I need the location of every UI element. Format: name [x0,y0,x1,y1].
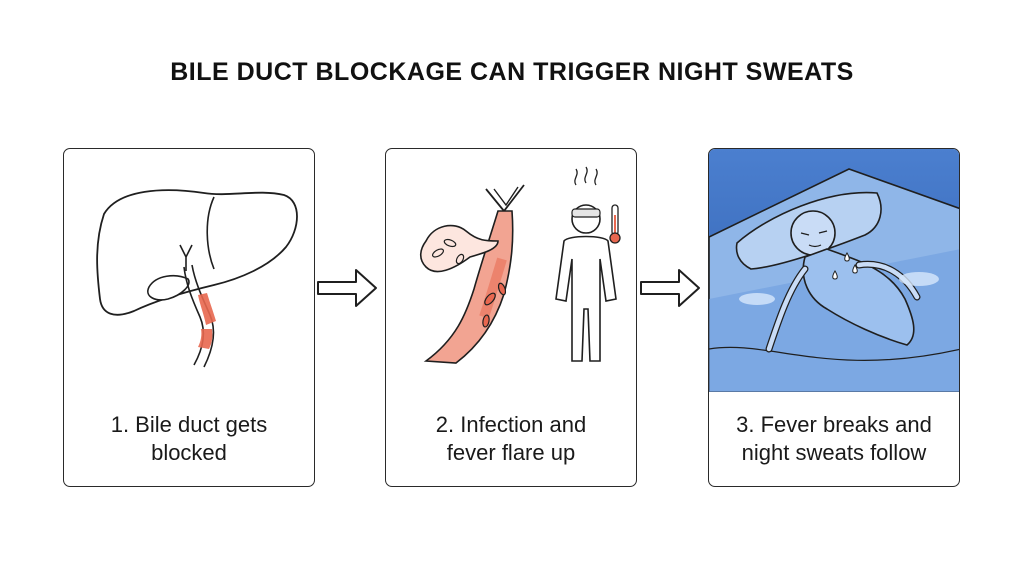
sweat-drop-icon [844,252,850,262]
step-3-caption: 3. Fever breaks and night sweats follow [709,411,959,467]
step-2-line-1: 2. Infection and [435,412,587,437]
sweat-drop-icon [852,264,858,274]
thermometer-icon [609,204,621,244]
person-icon [765,210,921,353]
arrow-right-icon [640,269,700,307]
sweat-patch [899,272,939,286]
step-1-caption: 1. Bile duct gets blocked [64,411,314,467]
infected-duct-icon [419,166,621,364]
liver-illustration [64,149,314,392]
liver-icon [96,189,298,368]
step-1-line-2: blocked [151,440,227,465]
step-2-line-2: fever flare up [446,440,576,465]
arrow-right-icon [317,269,377,307]
duct-blockage [198,293,216,325]
bile-duct-left [183,266,205,366]
liver-lobe-line [206,196,215,270]
step-2-caption: 2. Infection and fever flare up [386,411,636,467]
bacteria-icon [455,253,465,265]
step-1-panel: 1. Bile duct gets blocked [63,148,315,487]
sweat-patch [739,293,775,305]
page-title: BILE DUCT BLOCKAGE CAN TRIGGER NIGHT SWE… [170,58,854,86]
step-2-panel: 2. Infection and fever flare up [385,148,637,487]
bacteria-icon [482,314,490,328]
infection-illustration [386,149,636,392]
bacteria-icon [497,282,507,296]
sweat-drop-icon [832,270,838,280]
night-sweats-illustration [709,149,959,392]
hepatic-duct-branch [179,244,193,271]
step-3-line-1: 3. Fever breaks and [736,412,932,437]
gallbladder [147,274,190,301]
sweating-person-in-bed-icon [709,149,959,392]
bacteria-icon [443,238,457,248]
duct-blockage-lower [198,329,213,349]
step-1-line-1: 1. Bile duct gets [110,412,268,437]
step-3-panel: 3. Fever breaks and night sweats follow [708,148,960,487]
infected-gallbladder [419,224,499,273]
bacteria-icon [484,292,496,306]
feverish-person-icon [555,166,617,362]
liver-outline [96,189,298,316]
bacteria-icon [431,248,445,258]
step-3-line-2: night sweats follow [741,440,927,465]
